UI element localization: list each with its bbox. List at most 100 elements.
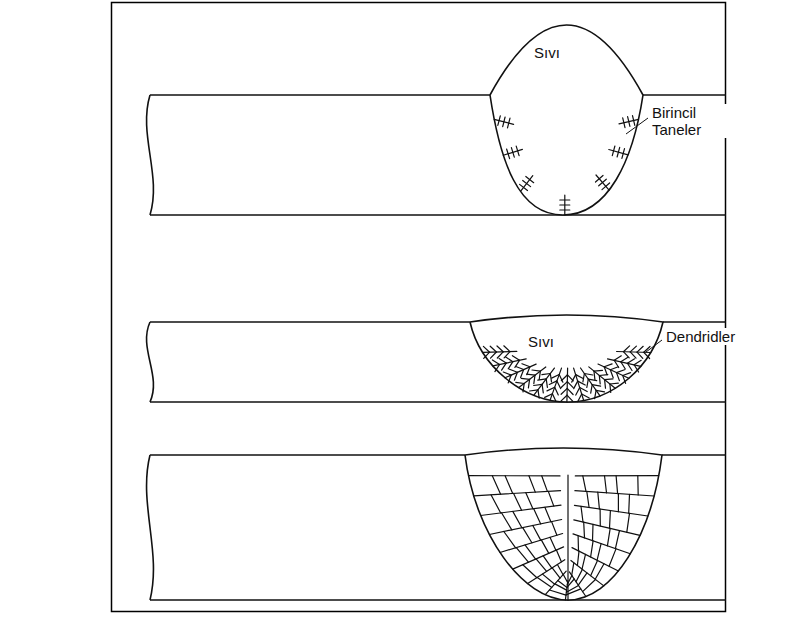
grain-stroke: [561, 382, 567, 388]
grain-stroke: [596, 175, 609, 190]
grain-stroke: [598, 492, 600, 509]
grain-stroke: [591, 541, 594, 557]
grain-stroke: [552, 375, 560, 379]
grain-stroke: [583, 476, 586, 492]
grain-stroke: [522, 364, 530, 367]
grain-stroke: [618, 494, 619, 512]
grain-stroke: [602, 183, 610, 190]
grain-stroke: [605, 476, 607, 493]
grain-stroke: [605, 378, 613, 380]
grain-stroke: [497, 346, 503, 352]
grain-stroke: [617, 373, 620, 381]
grain-stroke: [616, 476, 618, 494]
grain-stroke: [604, 364, 612, 367]
plate-surface: [150, 94, 490, 96]
grain-stroke: [505, 476, 513, 494]
plate-surface: [643, 94, 726, 96]
grain-stroke: [523, 181, 531, 187]
plate-break: [147, 322, 154, 402]
grain-stroke: [510, 369, 518, 372]
grain-stroke: [574, 505, 647, 516]
grain-stroke: [623, 376, 626, 384]
grain-stroke: [552, 568, 560, 578]
grain-stroke: [637, 346, 643, 352]
grain-stroke: [567, 388, 573, 394]
grain-stroke: [595, 564, 604, 580]
grain-stroke: [578, 394, 582, 402]
grain-stroke: [557, 381, 561, 389]
grain-stroke: [521, 176, 533, 192]
grain-stroke: [504, 532, 516, 548]
grain-stroke: [527, 374, 535, 375]
grain-stroke: [492, 476, 500, 495]
grain-stroke: [577, 536, 579, 551]
grain-stroke: [621, 362, 626, 369]
grain-stroke: [609, 384, 611, 393]
pool-boundary: [470, 322, 663, 402]
grain-stroke: [492, 360, 499, 365]
liquid-label: Sıvı: [532, 44, 562, 61]
grain-stroke: [583, 580, 596, 592]
grain-stroke: [527, 367, 530, 375]
pool-boundary: [490, 95, 643, 215]
grain-stroke: [534, 375, 535, 384]
grain-stroke: [497, 352, 503, 358]
grain-stroke: [621, 357, 628, 362]
grain-stroke: [532, 370, 540, 371]
grain-stroke: [576, 375, 584, 379]
grain-stroke: [610, 367, 618, 370]
grain-stroke: [508, 362, 513, 369]
grain-stroke: [596, 176, 604, 183]
grain-stroke: [539, 371, 540, 379]
grain-stroke: [483, 346, 489, 352]
grain-stroke: [491, 495, 501, 513]
grain-stroke: [503, 372, 511, 375]
grain-stroke: [498, 116, 501, 126]
grain-stroke: [555, 387, 559, 395]
plate-surface: [150, 214, 726, 216]
grain-stroke: [481, 505, 561, 515]
grain-stroke: [580, 388, 588, 392]
grain-stroke: [599, 509, 600, 526]
grain-stroke: [617, 352, 651, 353]
grain-stroke: [623, 373, 631, 376]
grain-stroke: [526, 177, 534, 183]
grain-stroke: [617, 370, 625, 373]
grain-stroke: [469, 475, 561, 476]
grain-stroke: [628, 494, 630, 513]
grain-stroke: [599, 179, 607, 186]
grain-stroke: [591, 385, 593, 393]
grain-stroke: [550, 590, 567, 595]
weld-pool: [465, 448, 662, 600]
weld-pool: [470, 315, 663, 402]
grain-stroke: [516, 367, 524, 370]
plate-break: [147, 455, 154, 600]
grain-structure: [465, 95, 663, 600]
grain-stroke: [516, 548, 528, 563]
grain-stroke: [578, 381, 586, 385]
grain-stroke: [502, 513, 512, 530]
figure-frame: [112, 3, 726, 612]
liquid-label: Sıvı: [526, 333, 556, 350]
grain-stroke: [550, 368, 561, 400]
grain-stroke: [495, 365, 500, 372]
grain-stroke: [546, 379, 547, 387]
grain-stroke: [543, 556, 552, 568]
leader-line: [626, 118, 648, 134]
grain-stroke: [491, 352, 497, 358]
grain-stroke: [581, 506, 583, 522]
grain-stroke: [542, 384, 543, 392]
plate-surface: [663, 321, 726, 323]
grain-stroke: [581, 368, 601, 396]
grain-stroke: [609, 549, 616, 566]
grain-stroke: [607, 528, 610, 546]
plate-surface: [662, 454, 726, 456]
grain-stroke: [529, 476, 535, 492]
grain-stroke: [538, 390, 539, 398]
grain-stroke: [514, 493, 522, 510]
grain-stroke: [592, 385, 600, 387]
grain-stroke: [630, 346, 636, 352]
grain-stroke: [560, 209, 570, 210]
grain-stroke: [534, 384, 542, 385]
grain-stroke: [572, 563, 574, 576]
